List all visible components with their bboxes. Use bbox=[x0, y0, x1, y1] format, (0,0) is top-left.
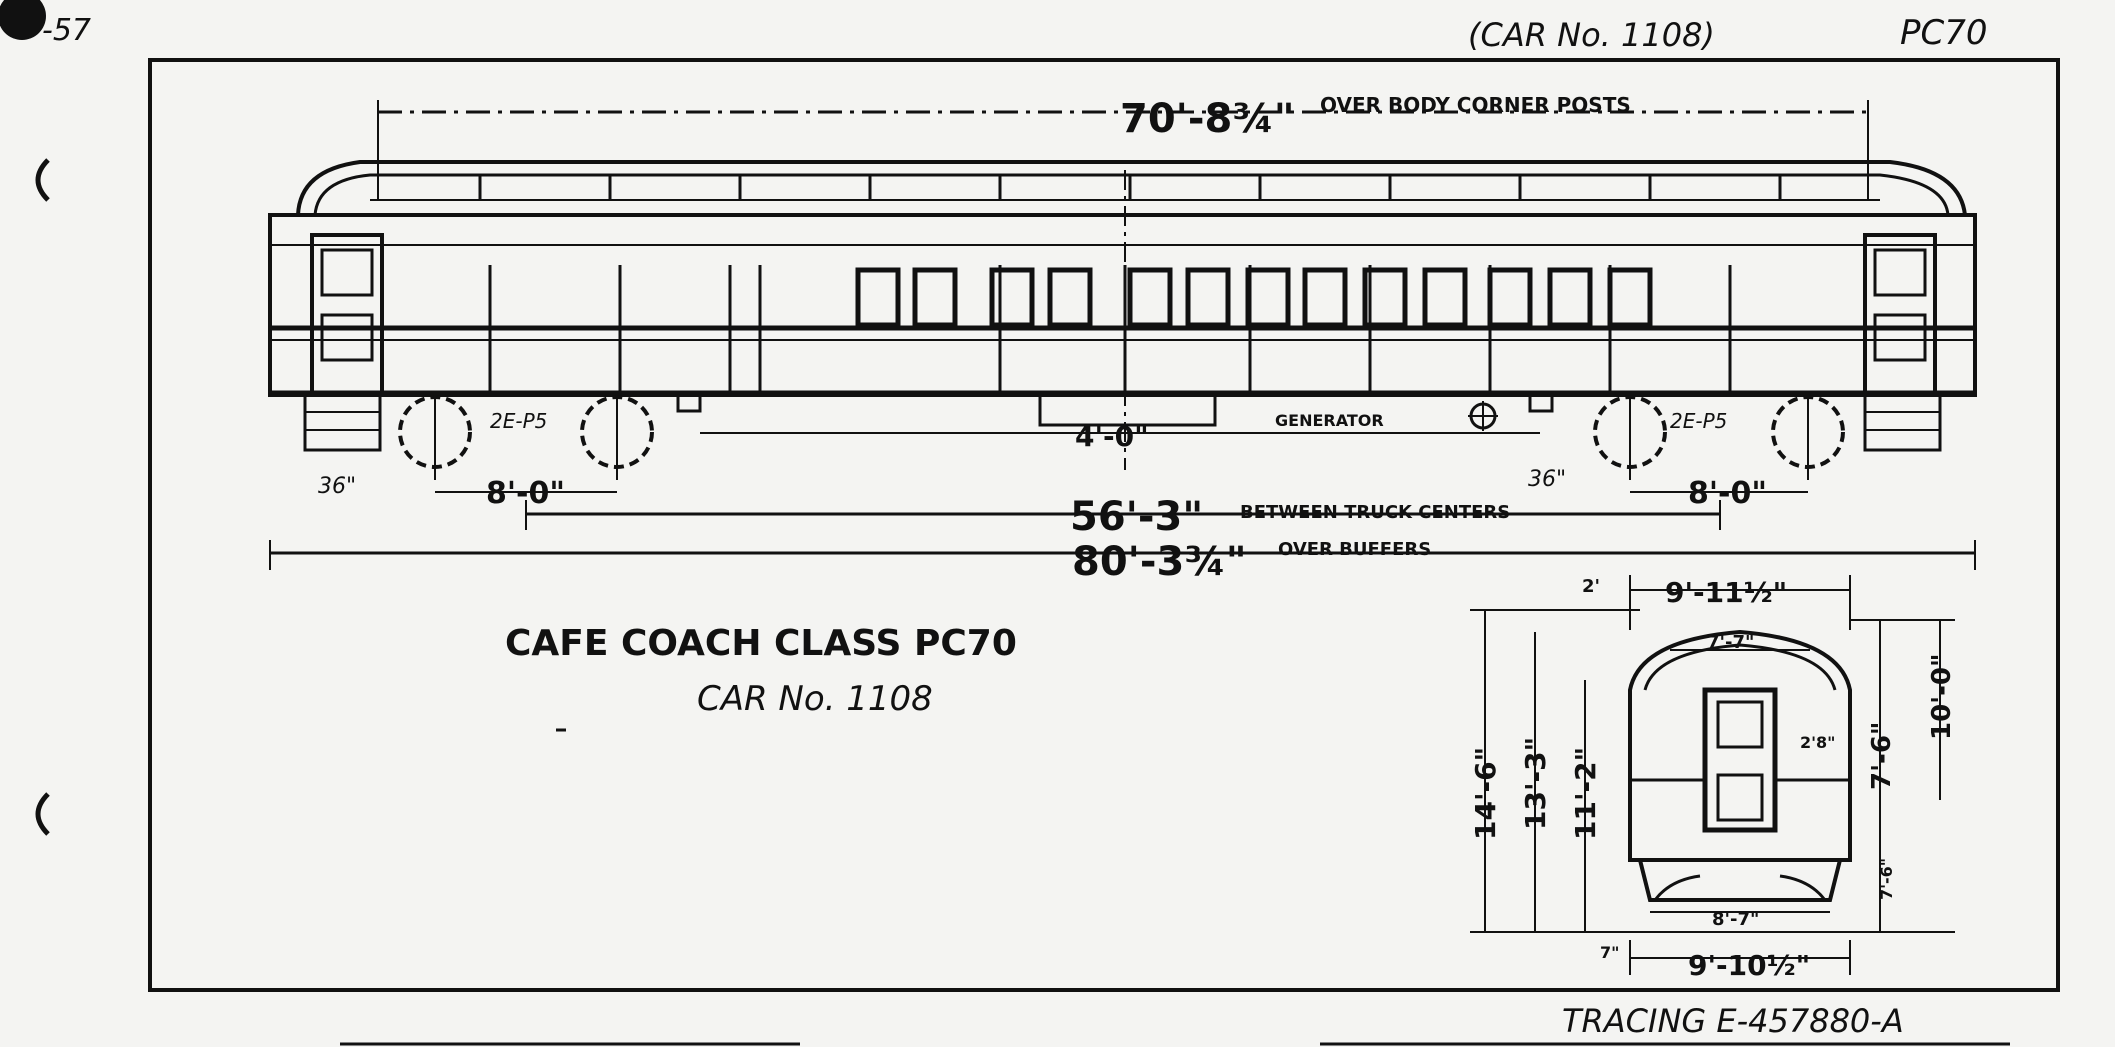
center-dimension: 4'-0" bbox=[1075, 420, 1149, 453]
end-height-total: 14'-6" bbox=[1469, 747, 1502, 840]
label-over-corner-posts: OVER BODY CORNER POSTS bbox=[1320, 93, 1631, 117]
end-width-base: 8'-7" bbox=[1712, 909, 1759, 930]
car-reference: (CAR No. 1108) bbox=[1468, 16, 1715, 54]
dim-over-corner-posts: 70'-8¾" bbox=[1120, 96, 1295, 142]
label-over-buffers: OVER BUFFERS bbox=[1278, 539, 1431, 560]
wheel-size-right: 36" bbox=[1528, 467, 1566, 492]
label-truck-centers: BETWEEN TRUCK CENTERS bbox=[1240, 502, 1510, 523]
binder-mark-lower bbox=[35, 792, 50, 836]
punch-hole-corner bbox=[0, 0, 46, 40]
side-elevation: 70'-8¾" OVER BODY CORNER POSTS bbox=[268, 93, 1977, 585]
binder-mark-upper bbox=[35, 158, 50, 202]
wheel-size-left: 36" bbox=[318, 474, 356, 499]
generator-label: GENERATOR bbox=[1275, 411, 1384, 430]
end-height-side: 7'-6" bbox=[1867, 722, 1897, 790]
dim-over-buffers: 80'-3¾" bbox=[1072, 539, 1247, 585]
sheet-number: -57 bbox=[42, 13, 91, 48]
end-width-inner: 7'-7" bbox=[1707, 632, 1754, 653]
end-width-top: 9'-11½" bbox=[1665, 576, 1787, 609]
end-height-eave: 11'-2" bbox=[1569, 747, 1602, 840]
end-width-bottom: 9'-10½" bbox=[1688, 949, 1810, 982]
truck-label-right: 2E-P5 bbox=[1670, 409, 1727, 433]
wheelbase-right: 8'-0" bbox=[1688, 476, 1767, 511]
truck-label-left: 2E-P5 bbox=[490, 409, 547, 433]
end-height-right: 10'-0" bbox=[1927, 653, 1957, 740]
drawing-subtitle: CAR No. 1108 bbox=[697, 679, 933, 719]
class-code: PC70 bbox=[1900, 13, 1988, 53]
end-top-small: 2' bbox=[1582, 576, 1600, 597]
drawing-title: CAFE COACH CLASS PC70 bbox=[505, 623, 1017, 664]
end-elevation: 9'-11½" 2' 7'-7" 2'8" 8'-7" 9'-10½" 7" bbox=[1469, 575, 1957, 982]
end-window-dim: 2'8" bbox=[1800, 733, 1836, 752]
end-height-roof: 13'-3" bbox=[1519, 737, 1552, 830]
end-bottom-small: 7" bbox=[1600, 943, 1619, 962]
end-height-door: 7'-6" bbox=[1877, 858, 1896, 900]
dim-truck-centers: 56'-3" bbox=[1070, 494, 1203, 540]
drawing-border bbox=[148, 58, 2060, 992]
tracing-number: TRACING E-457880-A bbox=[1562, 1002, 1904, 1040]
